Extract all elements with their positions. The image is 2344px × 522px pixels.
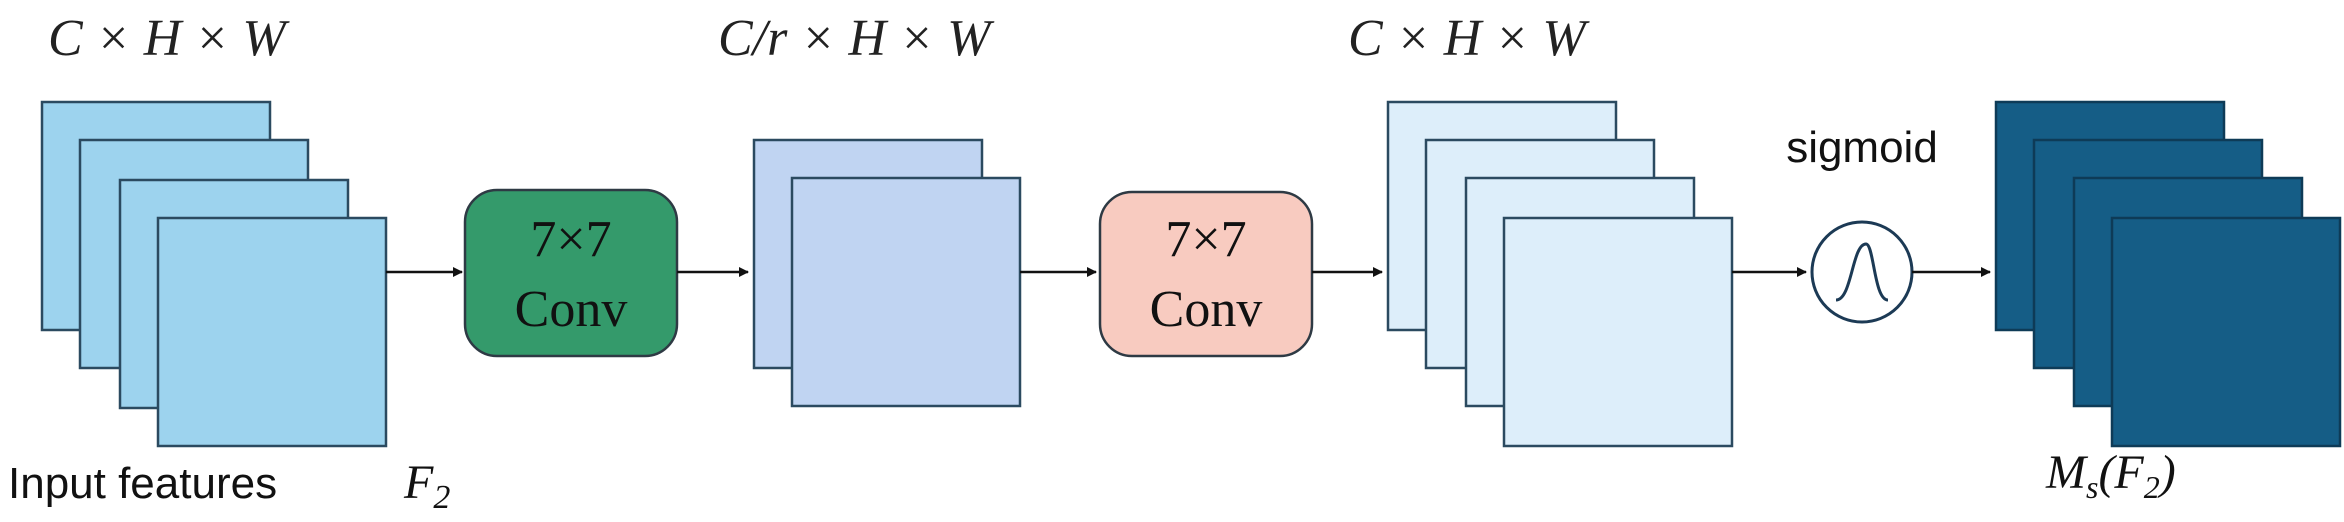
restored-dim-label: C × H × W	[1348, 10, 1590, 67]
output-symbol-argument: (F	[2098, 446, 2144, 499]
input-symbol-main: F	[403, 456, 434, 509]
input-symbol-subscript: 2	[433, 479, 450, 516]
input-feature-layer	[156, 216, 388, 448]
output-symbol: Ms(F2)	[2045, 446, 2176, 505]
conv2-block: 7×7 Conv	[1098, 190, 1314, 358]
conv2-op-label: Conv	[1150, 281, 1263, 338]
output-symbol-subscript-s: s	[2086, 469, 2098, 505]
reduced-dim-label: C/r × H × W	[718, 10, 995, 67]
output-symbol-close: )	[2157, 446, 2176, 499]
sigmoid-curve-icon	[1835, 242, 1889, 302]
input-feature-stack	[40, 100, 388, 448]
output-feature-layer	[2110, 216, 2342, 448]
restored-feature-stack	[1386, 100, 1734, 448]
output-symbol-subscript-2: 2	[2144, 469, 2160, 505]
input-symbol: F2	[403, 456, 450, 516]
sigmoid-label: sigmoid	[1786, 123, 1938, 172]
reduced-feature-stack	[752, 138, 1022, 408]
conv1-kernel-label: 7×7	[530, 211, 611, 268]
sigmoid-node: sigmoid	[1786, 123, 1938, 324]
output-feature-stack	[1994, 100, 2342, 448]
conv1-block: 7×7 Conv	[463, 188, 679, 358]
conv1-op-label: Conv	[515, 281, 628, 338]
conv2-box	[1098, 190, 1314, 358]
output-symbol-main: M	[2045, 446, 2089, 499]
reduced-feature-layer	[790, 176, 1022, 408]
input-dim-label: C × H × W	[48, 10, 290, 67]
restored-feature-layer	[1502, 216, 1734, 448]
conv2-kernel-label: 7×7	[1165, 211, 1246, 268]
sigmoid-circle	[1810, 220, 1914, 324]
input-features-label: Input features	[8, 459, 277, 508]
